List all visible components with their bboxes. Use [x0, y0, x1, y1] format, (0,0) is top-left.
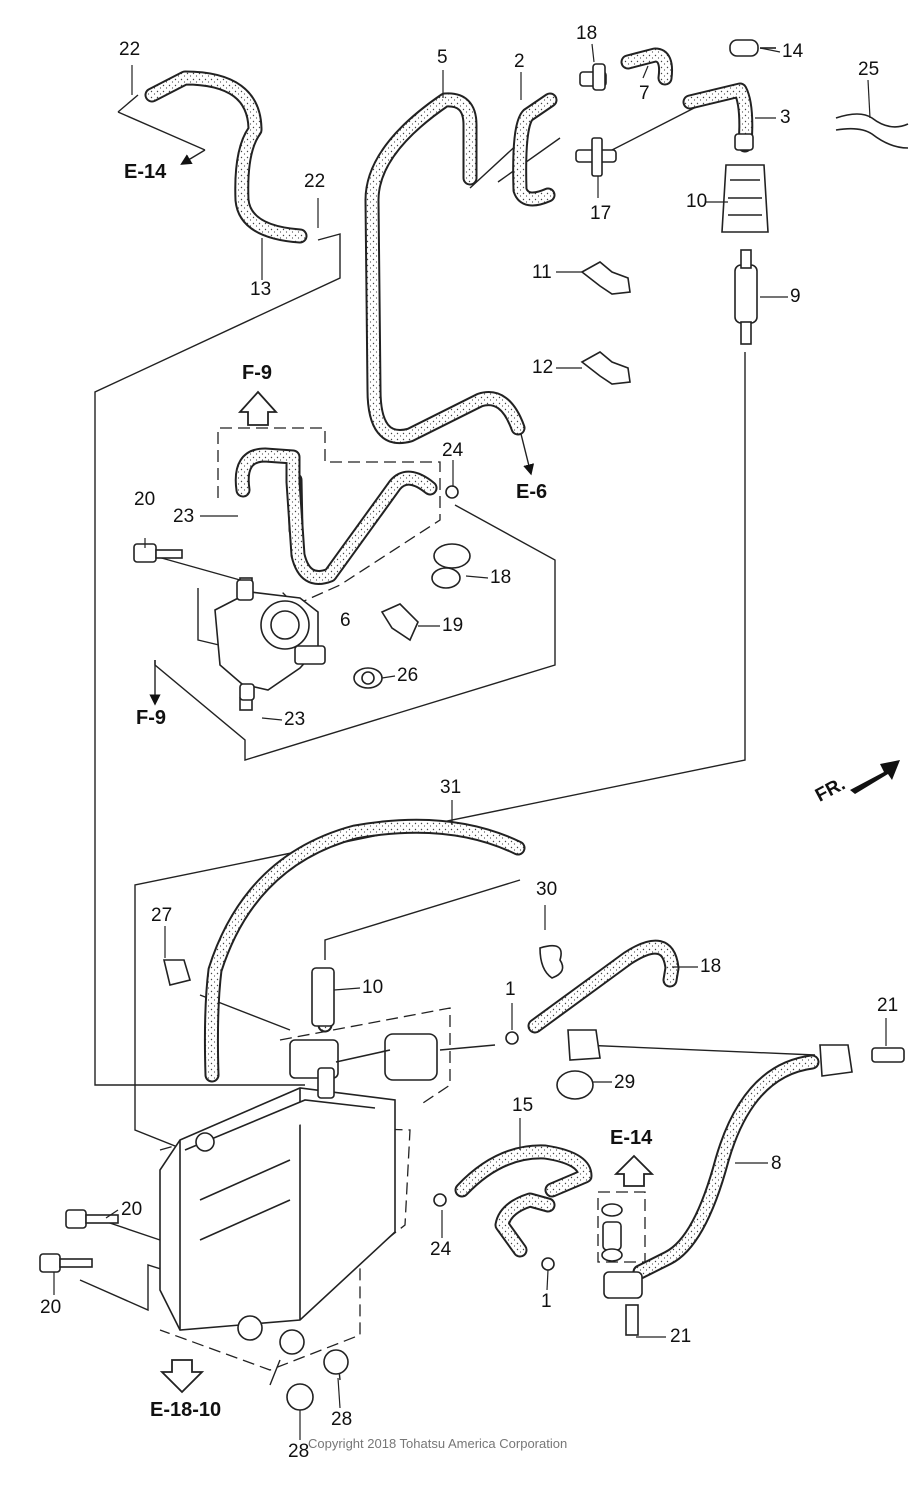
- callout-28: 28: [288, 1441, 310, 1462]
- callout-7: 7: [639, 83, 650, 104]
- ref-f-9-left: F-9: [136, 707, 166, 729]
- callout-20: 20: [121, 1199, 143, 1220]
- copyright-notice: Copyright 2018 Tohatsu America Corporati…: [308, 1436, 568, 1451]
- callout-19: 20: [134, 489, 156, 510]
- callout-28: 28: [331, 1409, 353, 1430]
- callout-29: 29: [614, 1072, 636, 1093]
- callout-4: 5: [437, 47, 448, 68]
- callout-18: 18: [490, 567, 512, 588]
- leader-lines: [79, 94, 816, 1386]
- callout-17: 18: [576, 23, 598, 44]
- callout-26: 26: [397, 665, 419, 686]
- callout-8: 9: [790, 286, 801, 307]
- callout-23: 23: [284, 709, 306, 730]
- callout-1: 1: [541, 1291, 552, 1312]
- ref-e-18-10: E-18-10: [150, 1399, 222, 1421]
- callout-leaders: [53, 43, 887, 1440]
- fuel-pump: [214, 579, 326, 701]
- callout-12: 14: [782, 41, 804, 62]
- callout-24: 24: [442, 440, 464, 461]
- callout-2: 2: [514, 51, 525, 72]
- callout-11: 11: [532, 262, 552, 283]
- vapor-separator: [159, 1033, 438, 1355]
- forward-arrow: [850, 760, 900, 794]
- ref-e-14-bottom: E-14: [610, 1127, 653, 1149]
- callout-10: 10: [362, 977, 384, 998]
- callout-31: 31: [440, 777, 462, 798]
- callout-20: 20: [40, 1297, 62, 1318]
- callout-18: 19: [442, 615, 464, 636]
- callout-30: 30: [536, 879, 558, 900]
- callout-14: 15: [512, 1095, 534, 1116]
- callout-22: 22: [304, 171, 326, 192]
- callout-1: 1: [505, 979, 516, 1000]
- callout-25: 25: [858, 59, 880, 80]
- ref-f-9-top: F-9: [242, 362, 272, 384]
- callout-3: 3: [780, 107, 791, 128]
- callout-16: 18: [700, 956, 722, 977]
- callout-27: 27: [151, 905, 173, 926]
- callout-6: 8: [771, 1153, 782, 1174]
- direction-arrows: [159, 390, 655, 1394]
- callout-15: 17: [590, 203, 612, 224]
- callout-21: 21: [877, 995, 899, 1016]
- callout-23: 23: [173, 506, 195, 527]
- callout-9: 10: [686, 191, 708, 212]
- ref-e-6: E-6: [516, 481, 548, 503]
- callout-24: 24: [430, 1239, 452, 1260]
- ref-e-14-top: E-14: [124, 161, 167, 183]
- callout-22: 22: [119, 39, 141, 60]
- callout-11: 12: [532, 357, 554, 378]
- callout-13: 13: [250, 279, 272, 300]
- callout-5: 6: [340, 610, 351, 631]
- fuel-hoses: [144, 47, 820, 1280]
- callout-21: 21: [670, 1326, 692, 1347]
- fittings-and-filters: [39, 39, 909, 1411]
